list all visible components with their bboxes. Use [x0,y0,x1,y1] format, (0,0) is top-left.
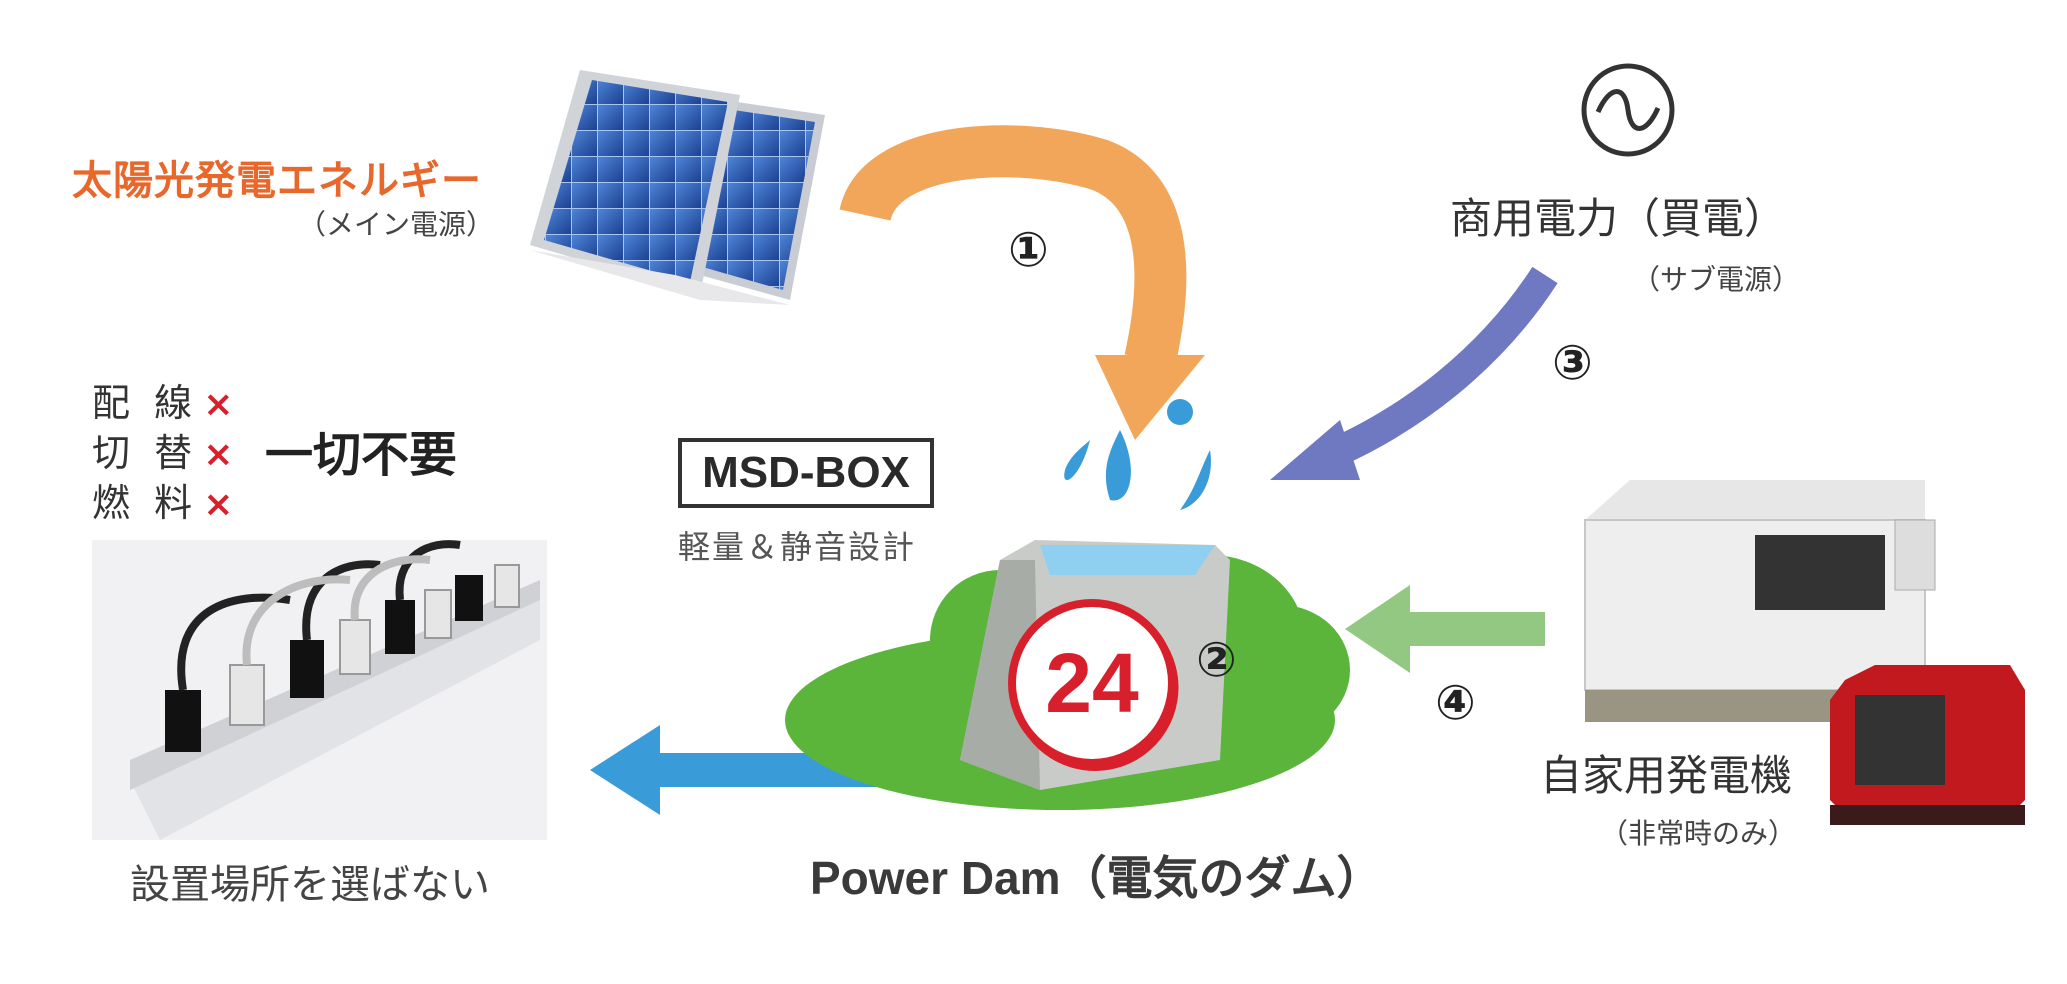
cross-icon: × [203,384,234,425]
product-tagline: 軽量＆静音設計 [678,528,917,566]
requirement-label: 燃 料 [92,481,199,525]
grid-source-note: （サブ電源） [1632,263,1801,296]
requirement-label: 配 線 [92,381,199,425]
requirements-summary: 一切不要 [265,427,458,483]
cross-icon: × [203,484,234,525]
generator-source-note: （非常時のみ） [1600,817,1797,850]
cross-icon: × [203,434,234,475]
step-3-marker: ③ [1552,335,1593,391]
grid-source-title: 商用電力（買電） [1450,194,1787,243]
step-2-marker: ② [1196,632,1237,688]
product-name-box: MSD-BOX [678,438,934,508]
solar-flow-arrow [839,125,1187,366]
grid-flow-arrow [1323,266,1558,469]
solar-source-note: （メイン電源） [298,208,495,241]
requirement-label: 切 替 [92,431,199,475]
dam-title: Power Dam（電気のダム） [810,852,1383,904]
output-caption: 設置場所を選ばない [130,862,490,908]
step-4-marker: ④ [1435,675,1476,731]
generator-flow-arrow [1410,612,1545,646]
requirement-list: 配 線 × 切 替 × 燃 料 × [92,372,234,525]
step-1-marker: ① [1008,222,1049,278]
solar-source-title: 太陽光発電エネルギー [72,158,482,204]
dam-badge-24: 24 [1045,636,1139,730]
generator-source-title: 自家用発電機 [1540,751,1793,800]
